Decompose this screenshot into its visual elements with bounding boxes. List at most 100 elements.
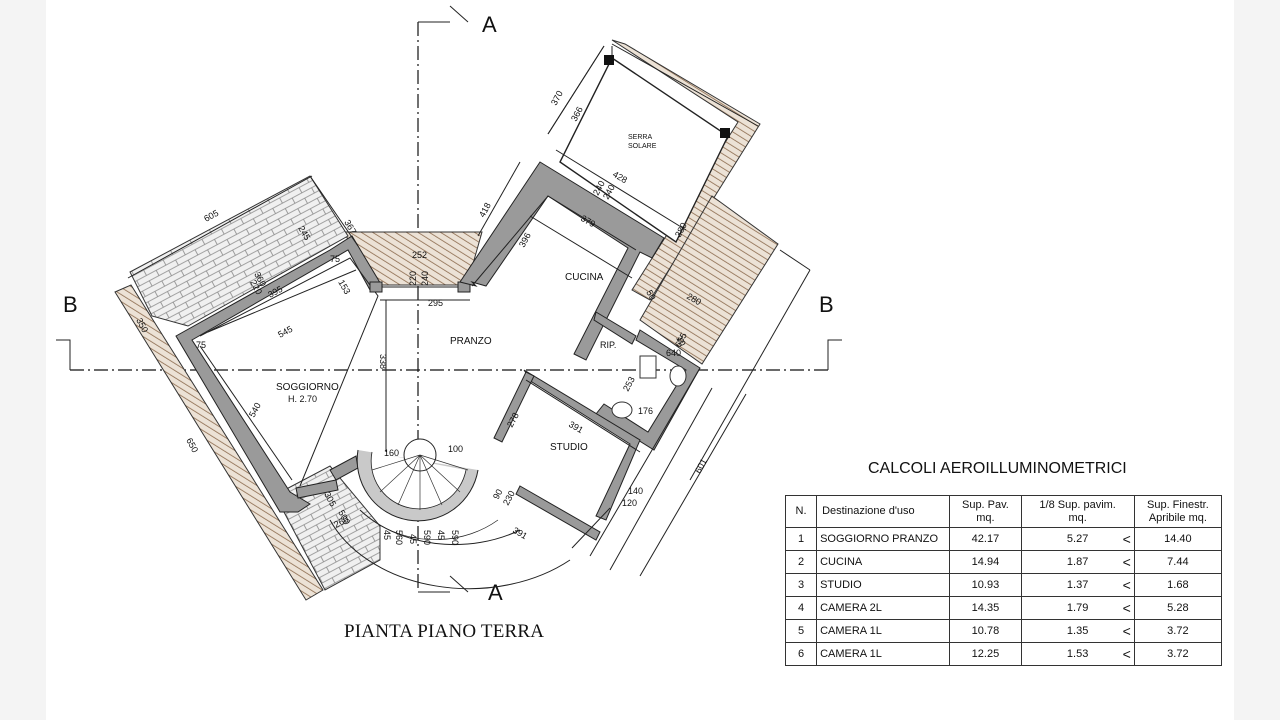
dim-295: 295 xyxy=(428,298,443,308)
cell-destinazione: CAMERA 2L xyxy=(816,596,951,620)
table-row: 3 STUDIO 10.93 1.37< 1.68 xyxy=(784,573,1223,597)
dim-601: 601 xyxy=(693,457,709,475)
cell-rapporto: 1.35< xyxy=(1020,619,1135,643)
section-marker-a-bottom: A xyxy=(488,580,503,605)
dim-160: 160 xyxy=(384,448,399,458)
room-soggiorno: SOGGIORNO xyxy=(276,382,339,393)
cell-sup-finestre: 5.28 xyxy=(1133,596,1223,620)
dim-640: 640 xyxy=(666,348,681,358)
cell-n: 2 xyxy=(784,550,818,574)
room-ripostiglio: RIP. xyxy=(600,340,616,350)
room-soggiorno-height: H. 2.70 xyxy=(288,394,317,404)
calc-table: N. Destinazione d'uso Sup. Pav.mq. 1/8 S… xyxy=(784,495,1223,666)
dim-545: 545 xyxy=(276,324,294,340)
room-pranzo: PRANZO xyxy=(450,336,492,347)
paving-left xyxy=(129,175,349,327)
section-marker-b-right: B xyxy=(819,292,834,317)
plan-title: PIANTA PIANO TERRA xyxy=(344,621,545,642)
header-sup-pav: Sup. Pav.mq. xyxy=(949,495,1022,528)
header-sup-finestre: Sup. Finestr.Apribile mq. xyxy=(1133,495,1223,528)
dim-590a: 590 xyxy=(422,530,432,545)
cell-sup-pav: 14.35 xyxy=(949,596,1022,620)
dim-45a: 45 xyxy=(382,530,392,540)
dim-370: 370 xyxy=(549,89,565,107)
room-cucina: CUCINA xyxy=(565,272,604,283)
dim-590b: 590 xyxy=(450,530,460,545)
cell-rapporto: 1.87< xyxy=(1020,550,1135,574)
dim-240c: 240 xyxy=(420,271,430,286)
cell-rapporto: 1.79< xyxy=(1020,596,1135,620)
dim-605: 605 xyxy=(202,208,220,224)
cell-sup-pav: 12.25 xyxy=(949,642,1022,666)
cell-n: 5 xyxy=(784,619,818,643)
room-studio: STUDIO xyxy=(550,442,588,453)
dim-391a: 391 xyxy=(567,419,585,435)
bathroom-fixtures xyxy=(611,355,687,419)
cell-sup-pav: 42.17 xyxy=(949,527,1022,551)
cell-n: 6 xyxy=(784,642,818,666)
dim-153: 153 xyxy=(336,278,352,296)
deck-left xyxy=(114,284,324,601)
dim-252: 252 xyxy=(412,250,427,260)
building-walls xyxy=(175,161,701,541)
cell-sup-finestre: 14.40 xyxy=(1133,527,1223,551)
cell-n: 4 xyxy=(784,596,818,620)
cell-rapporto: 1.37< xyxy=(1020,573,1135,597)
deck-right xyxy=(639,195,779,365)
cell-destinazione: CAMERA 1L xyxy=(816,642,951,666)
calc-title: CALCOLI AEROILLUMINOMETRICI xyxy=(868,460,1127,477)
cell-destinazione: CAMERA 1L xyxy=(816,619,951,643)
cell-sup-finestre: 3.72 xyxy=(1133,642,1223,666)
dim-75b: 75 xyxy=(196,340,206,350)
cell-sup-finestre: 1.68 xyxy=(1133,573,1223,597)
table-row: 6 CAMERA 1L 12.25 1.53< 3.72 xyxy=(784,642,1223,666)
cell-sup-finestre: 3.72 xyxy=(1133,619,1223,643)
dim-120: 120 xyxy=(622,498,637,508)
dim-650: 650 xyxy=(184,436,200,454)
cell-destinazione: CUCINA xyxy=(816,550,951,574)
dim-45c: 45 xyxy=(436,530,446,540)
dimension-lines xyxy=(127,43,811,577)
dim-176: 176 xyxy=(638,406,653,416)
dim-391b: 391 xyxy=(511,525,529,541)
dim-50: 50 xyxy=(644,288,658,302)
dim-45b: 45 xyxy=(408,534,418,544)
dim-75a: 75 xyxy=(330,254,340,264)
room-serra-solare: SOLARE xyxy=(628,143,657,150)
table-row: 2 CUCINA 14.94 1.87< 7.44 xyxy=(784,550,1223,574)
dim-100: 100 xyxy=(448,444,463,454)
header-rapporto: 1/8 Sup. pavim.mq. xyxy=(1020,495,1135,528)
table-row: 4 CAMERA 2L 14.35 1.79< 5.28 xyxy=(784,596,1223,620)
cell-n: 3 xyxy=(784,573,818,597)
cell-sup-finestre: 7.44 xyxy=(1133,550,1223,574)
section-marker-b-left: B xyxy=(63,292,78,317)
cell-sup-pav: 10.93 xyxy=(949,573,1022,597)
spiral-staircase xyxy=(329,438,571,590)
deck-serra xyxy=(611,39,761,301)
calc-header-row: N. Destinazione d'uso Sup. Pav.mq. 1/8 S… xyxy=(784,495,1223,528)
dim-220: 220 xyxy=(408,271,418,286)
dim-90: 90 xyxy=(491,487,505,501)
cell-n: 1 xyxy=(784,527,818,551)
cell-destinazione: SOGGIORNO PRANZO xyxy=(816,527,951,551)
dim-253: 253 xyxy=(621,375,637,393)
cell-destinazione: STUDIO xyxy=(816,573,951,597)
dim-560: 560 xyxy=(394,530,404,545)
header-destinazione: Destinazione d'uso xyxy=(816,495,951,528)
dim-540: 540 xyxy=(247,401,263,419)
dim-338: 338 xyxy=(378,354,388,369)
room-serra: SERRA xyxy=(628,134,652,141)
cell-rapporto: 1.53< xyxy=(1020,642,1135,666)
table-row: 1 SOGGIORNO PRANZO 42.17 5.27< 14.40 xyxy=(784,527,1223,551)
table-row: 5 CAMERA 1L 10.78 1.35< 3.72 xyxy=(784,619,1223,643)
cell-rapporto: 5.27< xyxy=(1020,527,1135,551)
header-n: N. xyxy=(784,495,818,528)
cell-sup-pav: 14.94 xyxy=(949,550,1022,574)
dim-140: 140 xyxy=(628,486,643,496)
dim-10: 10 xyxy=(674,334,688,348)
cell-sup-pav: 10.78 xyxy=(949,619,1022,643)
room-labels: SOGGIORNO H. 2.70 PRANZO CUCINA STUDIO R… xyxy=(276,134,657,453)
section-marker-a-top: A xyxy=(482,12,497,37)
dim-418: 418 xyxy=(477,201,493,219)
